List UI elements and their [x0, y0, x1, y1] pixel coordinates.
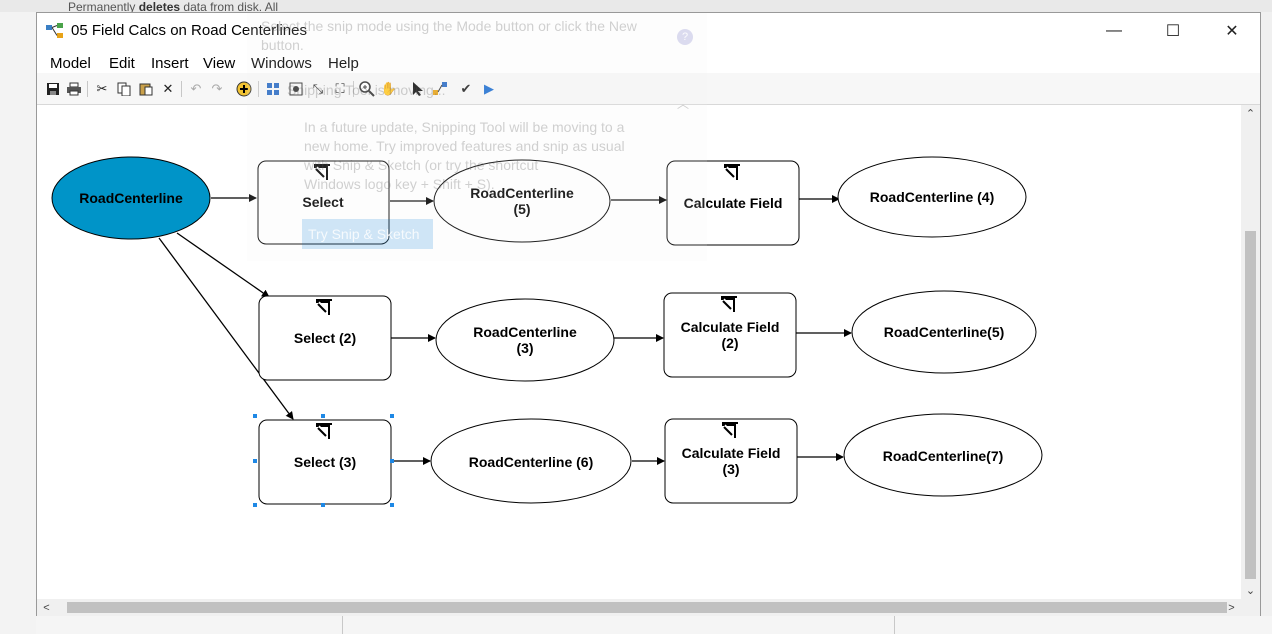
- node-label: (3): [516, 340, 533, 356]
- output-node-select-3[interactable]: RoadCenterline (6): [430, 418, 632, 504]
- model-builder-icon: [46, 23, 63, 38]
- menu-help[interactable]: Help: [328, 55, 359, 72]
- undo-icon[interactable]: ↶: [190, 81, 202, 96]
- menu-edit[interactable]: Edit: [109, 55, 135, 72]
- node-label: RoadCenterline (6): [469, 454, 593, 470]
- node-label: Calculate Field: [682, 445, 781, 461]
- menu-bar: Model Edit Insert View Windows Help: [37, 49, 1260, 73]
- maximize-button[interactable]: ☐: [1165, 23, 1181, 40]
- resize-grip[interactable]: [1241, 599, 1260, 616]
- vertical-scrollbar[interactable]: ⌃ ⌄: [1241, 105, 1260, 599]
- model-canvas[interactable]: RoadCenterline Select RoadCenterline (5)…: [37, 105, 1241, 599]
- fixed-zoom-in-icon[interactable]: ⤡: [312, 81, 324, 96]
- run-icon[interactable]: ▶: [484, 81, 494, 96]
- tool-select-2[interactable]: Select (2): [258, 295, 392, 381]
- menu-windows[interactable]: Windows: [251, 55, 312, 72]
- add-data-icon[interactable]: [236, 81, 252, 97]
- menu-model[interactable]: Model: [50, 55, 91, 72]
- node-label: Select (2): [294, 330, 356, 346]
- connector: [176, 232, 270, 298]
- node-label: Calculate Field: [684, 195, 783, 211]
- zoom-in-icon[interactable]: [359, 81, 375, 97]
- background-text-snippet: Permanently deletes data from disk. All: [68, 0, 279, 14]
- select-icon[interactable]: [410, 81, 426, 97]
- selection-handles[interactable]: [253, 414, 394, 507]
- horizontal-scroll-thumb[interactable]: [67, 602, 1227, 613]
- menu-view[interactable]: View: [203, 55, 236, 72]
- print-icon[interactable]: [66, 81, 82, 97]
- node-label: (3): [722, 461, 739, 477]
- horizontal-scrollbar[interactable]: < >: [37, 599, 1241, 616]
- node-label: RoadCenterline(5): [884, 324, 1005, 340]
- title-bar[interactable]: 05 Field Calcs on Road Centerlines — ☐ ✕: [37, 13, 1260, 49]
- tool-calculate-field-1[interactable]: Calculate Field: [666, 160, 800, 246]
- output-node-calculate-2[interactable]: RoadCenterline(5): [851, 290, 1037, 374]
- redo-icon[interactable]: ↷: [211, 81, 223, 96]
- background-bottom-strip: [36, 616, 1272, 634]
- window-title: 05 Field Calcs on Road Centerlines: [71, 22, 307, 39]
- model-diagram: RoadCenterline Select RoadCenterline (5)…: [51, 156, 1043, 507]
- node-label: RoadCenterline: [470, 185, 574, 201]
- connect-icon[interactable]: [432, 81, 448, 97]
- output-node-calculate-3[interactable]: RoadCenterline(7): [843, 413, 1043, 497]
- tool-select-3[interactable]: Select (3): [253, 414, 394, 507]
- node-label: Select: [302, 194, 344, 210]
- tool-select-1[interactable]: Select: [257, 160, 390, 245]
- tool-calculate-field-3[interactable]: Calculate Field (3): [664, 418, 798, 504]
- save-icon[interactable]: [45, 81, 61, 97]
- full-extent-icon[interactable]: [288, 81, 304, 97]
- validate-icon[interactable]: ✔: [460, 81, 472, 96]
- pan-icon[interactable]: ✋: [380, 81, 398, 96]
- model-builder-window: 05 Field Calcs on Road Centerlines — ☐ ✕…: [36, 12, 1261, 616]
- menu-insert[interactable]: Insert: [151, 55, 189, 72]
- node-label: (2): [721, 335, 738, 351]
- output-node-select-1[interactable]: RoadCenterline (5): [433, 159, 611, 243]
- minimize-button[interactable]: —: [1106, 22, 1122, 39]
- node-label: RoadCenterline(7): [883, 448, 1004, 464]
- fixed-zoom-out-icon[interactable]: ⛶: [335, 81, 345, 96]
- node-label: RoadCenterline: [473, 324, 577, 340]
- tool-calculate-field-2[interactable]: Calculate Field (2): [663, 292, 797, 378]
- output-node-calculate-1[interactable]: RoadCenterline (4): [837, 156, 1027, 238]
- cut-icon[interactable]: ✂: [96, 81, 108, 96]
- node-label: (5): [513, 201, 530, 217]
- scroll-down-icon[interactable]: ⌄: [1245, 585, 1256, 597]
- connector: [158, 237, 294, 420]
- node-label: Select (3): [294, 454, 356, 470]
- vertical-scroll-thumb[interactable]: [1245, 231, 1256, 579]
- delete-icon[interactable]: ✕: [162, 81, 174, 96]
- node-label: RoadCenterline: [79, 190, 183, 206]
- toolbar: ✂ ✕ ↶ ↷ ⤡ ⛶ ✋ ✔ ▶: [37, 73, 1260, 105]
- input-data-node[interactable]: RoadCenterline: [51, 156, 211, 240]
- node-label: Calculate Field: [681, 319, 780, 335]
- auto-layout-icon[interactable]: [265, 81, 281, 97]
- output-node-select-2[interactable]: RoadCenterline (3): [435, 298, 615, 382]
- scroll-right-icon[interactable]: >: [1228, 601, 1235, 614]
- background-window-strip: [0, 0, 1272, 12]
- background-left-strip: [0, 12, 36, 634]
- copy-icon[interactable]: [116, 81, 132, 97]
- paste-icon[interactable]: [138, 81, 154, 97]
- node-label: RoadCenterline (4): [870, 189, 994, 205]
- scroll-left-icon[interactable]: <: [43, 601, 50, 614]
- scroll-up-icon[interactable]: ⌃: [1245, 108, 1256, 120]
- close-button[interactable]: ✕: [1225, 23, 1239, 40]
